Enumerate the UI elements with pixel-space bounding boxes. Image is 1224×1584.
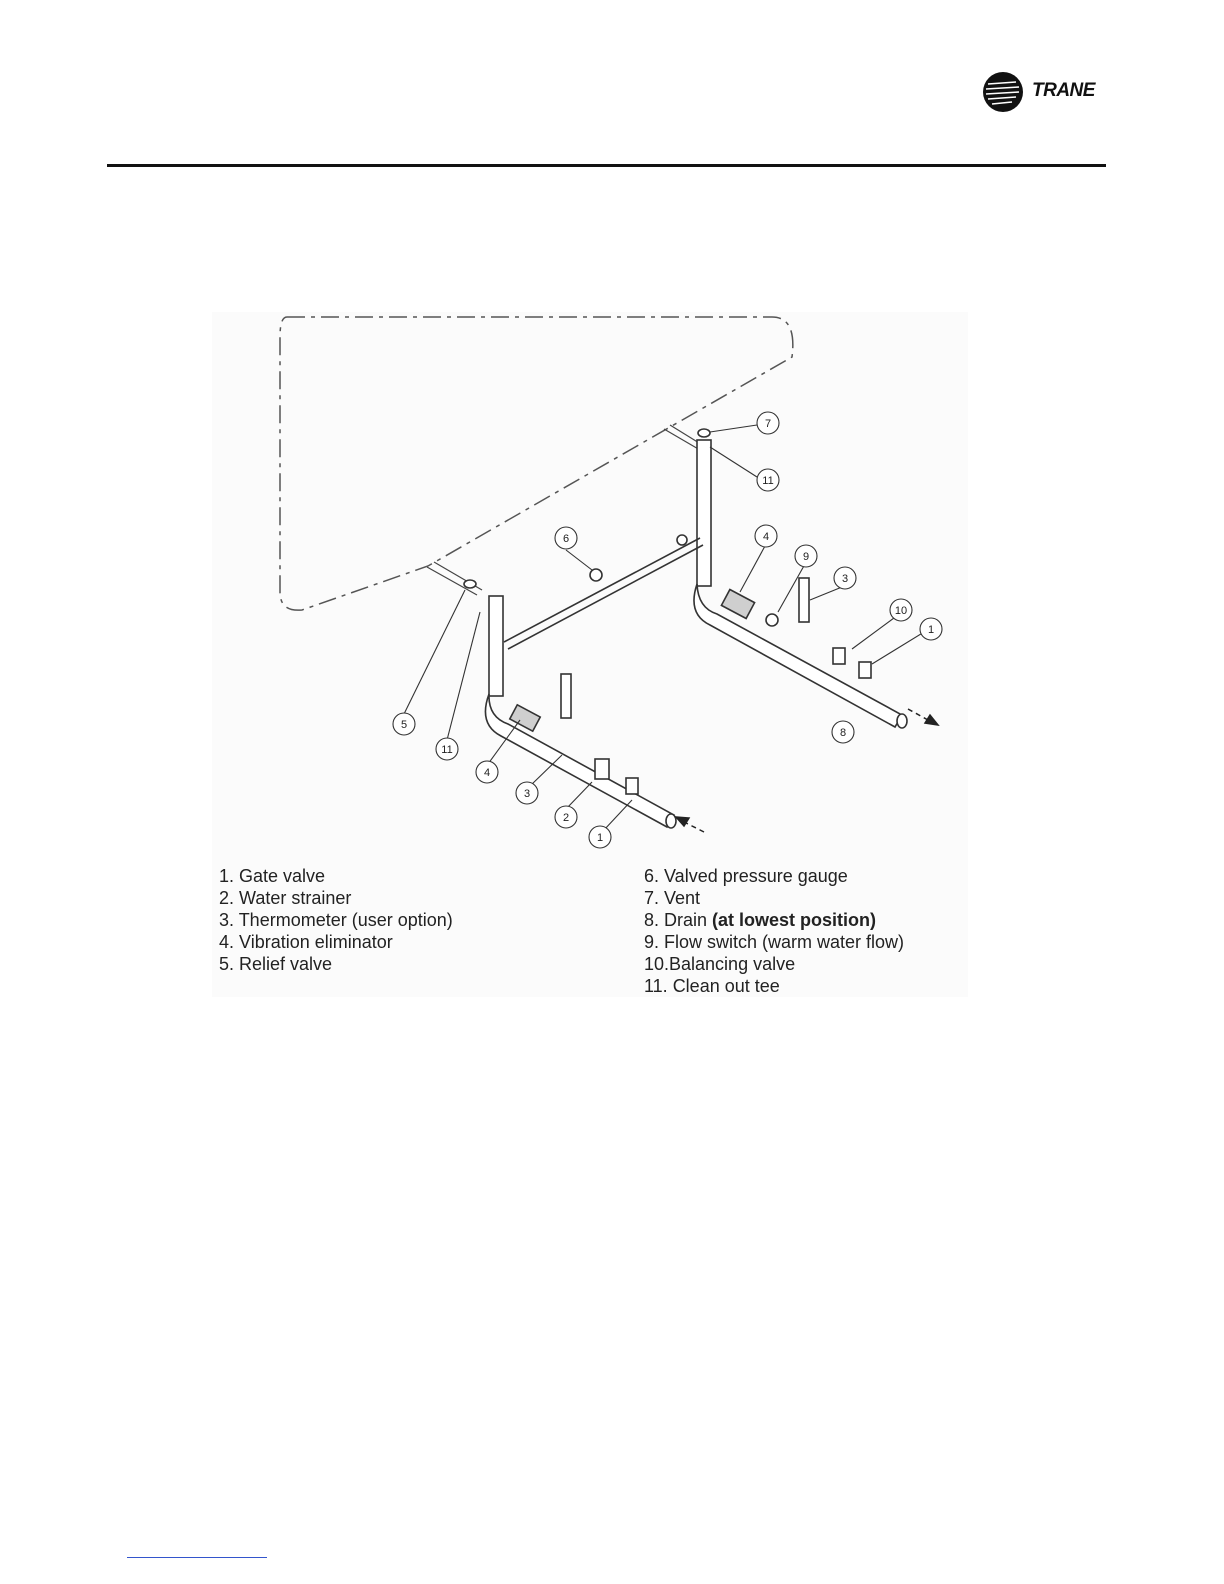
drain-note: (at lowest position) <box>712 910 876 930</box>
callout-10: 10 <box>895 605 907 617</box>
callout-11-right: 11 <box>762 475 773 487</box>
callout-5: 5 <box>401 719 407 731</box>
piping-figure: 7 11 6 4 9 3 10 1 8 5 11 4 3 2 1 1. Gate… <box>212 312 968 997</box>
legend-item-balancing-valve: 10.Balancing valve <box>644 953 904 975</box>
callout-7: 7 <box>765 418 771 430</box>
legend-left: 1. Gate valve 2. Water strainer 3. Therm… <box>219 865 453 975</box>
callout-1-left: 1 <box>597 832 603 844</box>
callout-4-left: 4 <box>484 767 490 779</box>
leaving-piping <box>694 429 907 728</box>
legend-item-drain: 8. Drain (at lowest position) <box>644 909 904 931</box>
callout-8: 8 <box>840 727 846 739</box>
callout-1-right: 1 <box>928 624 934 636</box>
trane-logo: TRANE <box>982 71 1112 113</box>
drain-label: 8. Drain <box>644 910 712 930</box>
callout-3-right: 3 <box>842 573 848 585</box>
legend-item-water-strainer: 2. Water strainer <box>219 887 453 909</box>
brand-name: TRANE <box>1032 80 1095 102</box>
callout-3-left: 3 <box>524 788 530 800</box>
legend-right: 6. Valved pressure gauge 7. Vent 8. Drai… <box>644 865 904 997</box>
legend-item-gate-valve: 1. Gate valve <box>219 865 453 887</box>
callout-4-right: 4 <box>763 531 769 543</box>
legend-item-pressure-gauge: 6. Valved pressure gauge <box>644 865 904 887</box>
cross-header <box>504 535 703 649</box>
header-rule <box>107 164 1106 167</box>
legend-item-vent: 7. Vent <box>644 887 904 909</box>
legend-item-vibration-eliminator: 4. Vibration eliminator <box>219 931 453 953</box>
pipe-stubs <box>427 425 704 595</box>
legend-item-thermometer: 3. Thermometer (user option) <box>219 909 453 931</box>
legend-item-clean-out-tee: 11. Clean out tee <box>644 975 904 997</box>
unit-outline <box>280 317 793 610</box>
callout-6: 6 <box>563 533 569 545</box>
footer-link-underline[interactable] <box>127 1557 267 1558</box>
legend-item-flow-switch: 9. Flow switch (warm water flow) <box>644 931 904 953</box>
legend-item-relief-valve: 5. Relief valve <box>219 953 453 975</box>
piping-diagram: 7 11 6 4 9 3 10 1 8 5 11 4 3 2 1 <box>212 312 968 857</box>
callout-11-left: 11 <box>441 744 452 756</box>
flow-arrows <box>676 709 938 832</box>
callout-9: 9 <box>803 551 809 563</box>
entering-piping <box>464 580 676 828</box>
callout-2: 2 <box>563 812 569 824</box>
trane-logo-icon <box>982 71 1024 113</box>
